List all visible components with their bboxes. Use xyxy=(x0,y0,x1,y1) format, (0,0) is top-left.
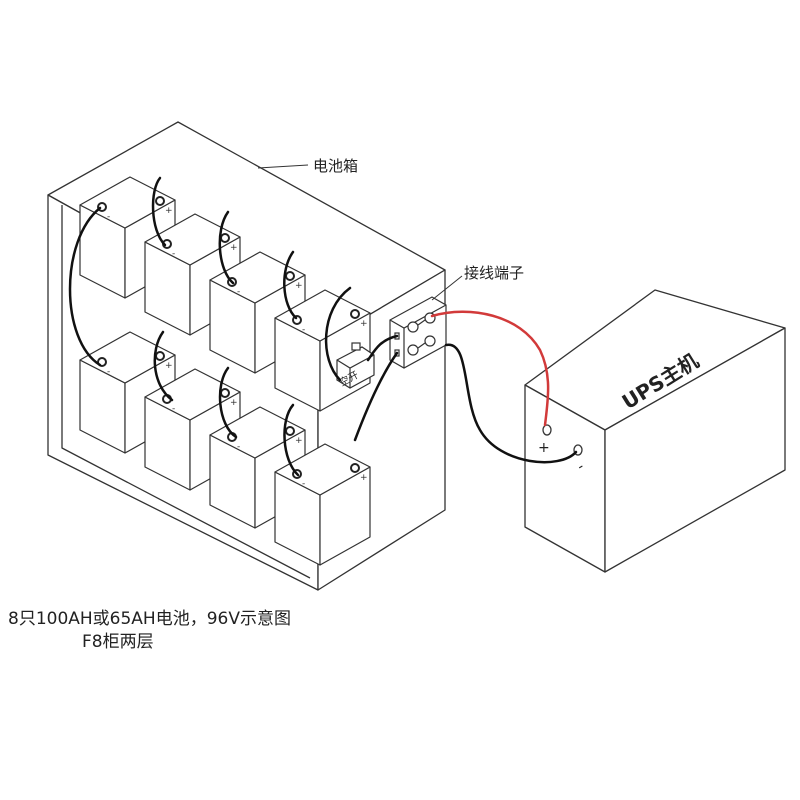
breaker-cable xyxy=(366,334,399,362)
battery-top xyxy=(274,443,371,496)
plus-sign: + xyxy=(230,243,238,253)
battery-terminal xyxy=(285,426,295,436)
battery-top xyxy=(209,251,306,304)
caption-line2: F8柜两层 xyxy=(82,632,154,652)
plus-sign: + xyxy=(360,319,368,329)
battery-terminal xyxy=(285,271,295,281)
ups-plus: + xyxy=(538,440,550,456)
plus-sign: + xyxy=(165,206,173,216)
battery-box-label: 电池箱 xyxy=(313,157,359,175)
breaker-battery-cable xyxy=(324,286,352,382)
battery-terminal xyxy=(220,388,230,398)
battery-top xyxy=(79,176,176,229)
minus-sign: - xyxy=(107,212,110,222)
plus-sign: + xyxy=(295,281,303,291)
plus-sign: + xyxy=(230,398,238,408)
minus-sign: - xyxy=(172,249,175,259)
battery-top xyxy=(144,368,241,421)
link-cable xyxy=(68,206,102,367)
battery-terminal xyxy=(220,233,230,243)
positive-cable xyxy=(430,310,550,427)
battery-box-leader xyxy=(257,164,309,169)
battery-cable xyxy=(353,351,399,442)
minus-sign: - xyxy=(237,442,240,452)
battery-terminal xyxy=(155,196,165,206)
breaker: 空开 xyxy=(336,342,375,389)
minus-sign: - xyxy=(107,367,110,377)
battery-top xyxy=(274,289,371,342)
battery-terminal xyxy=(155,351,165,361)
minus-sign: - xyxy=(302,479,305,489)
minus-sign: - xyxy=(237,287,240,297)
battery: -+ xyxy=(274,289,371,412)
plus-sign: + xyxy=(295,436,303,446)
minus-sign: - xyxy=(172,404,175,414)
terminal-block-label: 接线端子 xyxy=(464,264,525,282)
battery-terminal xyxy=(350,309,360,319)
ups-host xyxy=(524,289,786,573)
terminal-leader xyxy=(431,275,463,301)
battery-top xyxy=(144,213,241,266)
battery-terminal xyxy=(350,463,360,473)
battery-top xyxy=(79,331,176,384)
negative-cable xyxy=(444,343,578,464)
plus-sign: + xyxy=(165,361,173,371)
battery-group: -+-+-+-+-+-+-+-+ xyxy=(79,176,371,566)
plus-sign: + xyxy=(360,473,368,483)
battery-top xyxy=(209,406,306,459)
minus-sign: - xyxy=(302,325,305,335)
battery: -+ xyxy=(274,443,371,566)
caption-line1: 8只100AH或65AH电池，96V示意图 xyxy=(8,609,291,629)
